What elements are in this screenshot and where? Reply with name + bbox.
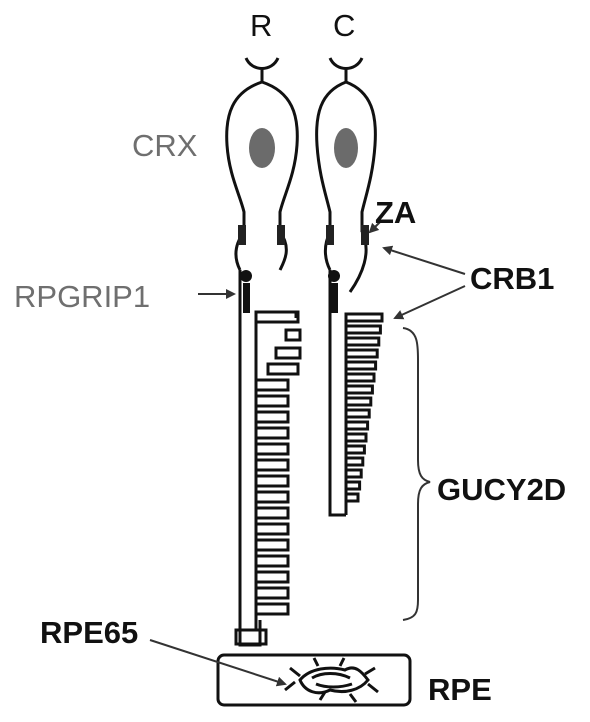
cone-disc (346, 314, 382, 321)
rpe65-label: RPE65 (40, 617, 138, 648)
rod-connecting-cilium (243, 283, 250, 313)
rod-disc (256, 508, 288, 518)
cone-disc (346, 494, 358, 501)
cone-disc (346, 386, 372, 393)
cone-disc (346, 374, 374, 381)
rod-disc (286, 330, 300, 340)
rod-disc (268, 364, 298, 374)
rod-disc (256, 412, 288, 422)
rod-disc (256, 540, 288, 550)
cone-disc (346, 446, 364, 453)
crx-label: CRX (132, 130, 197, 161)
rod-synaptic-terminal (246, 58, 278, 82)
rod-za-marker-left (238, 225, 246, 245)
za-label: ZA (375, 197, 416, 228)
cone-disc (346, 410, 369, 417)
rod-disc (256, 428, 288, 438)
cone-za-marker-right (361, 225, 369, 245)
cone-disc (346, 422, 368, 429)
cone-label: C (333, 10, 355, 41)
cone-disc (346, 398, 371, 405)
cone-disc (346, 470, 361, 477)
rod-disc (256, 524, 288, 534)
rod-discs (256, 312, 300, 630)
cone-basal-body (328, 270, 340, 282)
cone-disc (346, 458, 363, 465)
cone-disc (346, 350, 377, 357)
rod-disc (256, 396, 288, 406)
cone-nucleus (334, 128, 358, 168)
rod-disc (256, 604, 288, 614)
rod-disc (256, 556, 288, 566)
crb1-label: CRB1 (470, 263, 554, 294)
gucy2d-brace (403, 328, 430, 620)
rpe-cell (218, 655, 410, 705)
rod-disc (256, 380, 288, 390)
cone-connecting-cilium (331, 283, 338, 313)
crb1-arrow-upper (384, 248, 465, 274)
rpe65-structure (285, 658, 378, 702)
cone-disc (346, 338, 379, 345)
rod-disc (256, 492, 288, 502)
rod-za-marker-right (277, 225, 285, 245)
cone-disc (346, 482, 360, 489)
rod-disc (256, 312, 298, 322)
rod-nucleus (249, 128, 275, 168)
cone-disc (346, 362, 376, 369)
cone-disc (346, 434, 366, 441)
rod-disc (256, 572, 288, 582)
cone-disc (346, 326, 380, 333)
rpe-label: RPE (428, 674, 492, 705)
rod-label: R (250, 10, 272, 41)
rod-basal-body (240, 270, 252, 282)
rod-disc (256, 588, 288, 598)
rod-disc (276, 348, 300, 358)
rod-disc (256, 460, 288, 470)
cone-discs (346, 314, 382, 515)
cone-synaptic-terminal (330, 58, 362, 82)
gucy2d-label: GUCY2D (437, 474, 566, 505)
rpgrip1-label: RPGRIP1 (14, 281, 150, 312)
cone-za-marker-left (326, 225, 334, 245)
rod-disc (256, 476, 288, 486)
rod-disc (256, 444, 288, 454)
crb1-arrow-lower (395, 286, 465, 318)
